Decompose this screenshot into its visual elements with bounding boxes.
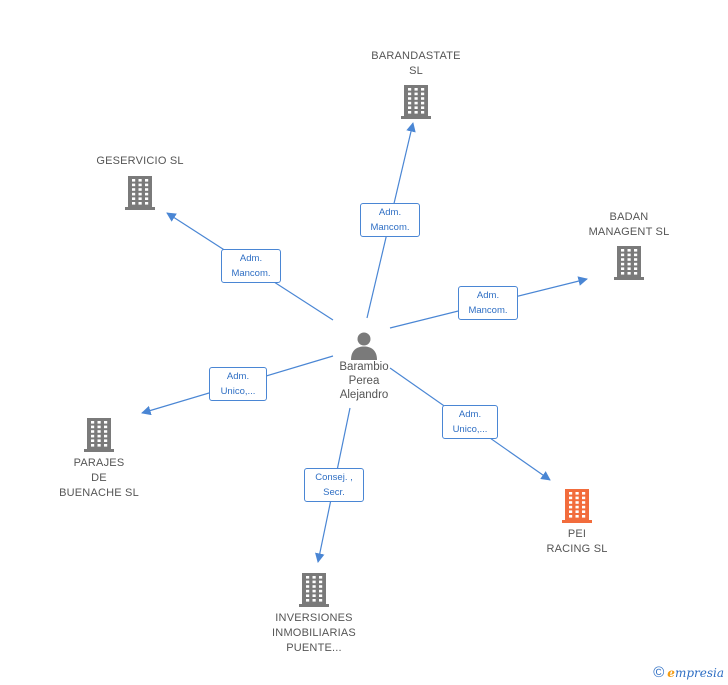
company-name: BADAN MANAGENT SL xyxy=(588,211,670,238)
building-icon xyxy=(125,176,155,210)
person-name: Barambio Perea Alejandro xyxy=(339,361,389,401)
building-icon xyxy=(614,246,644,280)
company-name: INVERSIONES INMOBILIARIAS PUENTE... xyxy=(272,612,356,654)
copyright-icon: © xyxy=(653,664,665,681)
company-name: PARAJES DE BUENACHE SL xyxy=(59,457,139,499)
building-icon xyxy=(562,489,592,523)
building-icon xyxy=(84,418,114,452)
company-name: GESERVICIO SL xyxy=(96,155,184,167)
role-label-pei[interactable]: Adm. Unico,... xyxy=(442,405,498,439)
person-node[interactable]: Barambio Perea Alejandro xyxy=(322,330,406,402)
person-icon xyxy=(351,332,377,360)
company-badan[interactable]: BADAN MANAGENT SL xyxy=(574,210,684,280)
company-name: PEI RACING SL xyxy=(546,528,608,555)
building-icon xyxy=(401,85,431,119)
company-barandastate[interactable]: BARANDASTATE SL xyxy=(356,49,476,119)
role-label-parajes[interactable]: Adm. Unico,... xyxy=(209,367,267,401)
role-label-barandastate[interactable]: Adm. Mancom. xyxy=(360,203,420,237)
building-icon xyxy=(299,573,329,607)
empresia-logo: ©empresia xyxy=(653,664,724,681)
role-label-inversiones[interactable]: Consej. , Secr. xyxy=(304,468,364,502)
role-label-badan[interactable]: Adm. Mancom. xyxy=(458,286,518,320)
company-name: BARANDASTATE SL xyxy=(371,50,461,77)
company-geservicio[interactable]: GESERVICIO SL xyxy=(78,154,202,210)
role-label-geservicio[interactable]: Adm. Mancom. xyxy=(221,249,281,283)
company-pei[interactable]: PEI RACING SL xyxy=(522,487,632,557)
company-parajes[interactable]: PARAJES DE BUENACHE SL xyxy=(44,416,154,501)
company-inversiones[interactable]: INVERSIONES INMOBILIARIAS PUENTE... xyxy=(249,571,379,656)
